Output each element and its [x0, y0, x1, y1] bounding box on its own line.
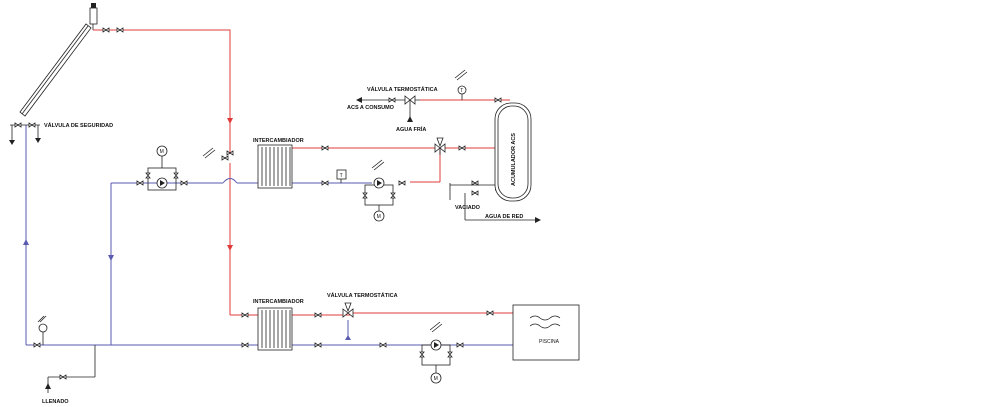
flow-arrows: [23, 118, 233, 261]
temp-sensor-label: T: [340, 173, 343, 179]
motor-icon: [373, 210, 385, 222]
exchanger-top-label: INTERCAMBIADOR: [253, 138, 304, 144]
pump-group-pool: M: [419, 339, 453, 384]
thermostatic-valve-pool: [342, 302, 354, 340]
motor-icon: [430, 372, 442, 384]
pump-group-dhw: M T: [336, 169, 396, 222]
safety-valve-label: VÁLVULA DE SEGURIDAD: [44, 122, 113, 129]
air-vent-icon: [89, 3, 98, 30]
thermostatic-valve-dhw: [434, 137, 446, 153]
exchanger-bottom-label: INTERCAMBIADOR: [253, 299, 304, 305]
pump-group-primary: M: [145, 145, 179, 191]
motor-label: M: [434, 376, 438, 382]
heat-exchanger-bottom: [257, 307, 293, 351]
valve-icons: [14, 27, 502, 380]
dhw-consumption-label: ACS A CONSUMO: [347, 105, 395, 111]
motor-label: M: [160, 149, 164, 155]
pool-label: PISCINA: [539, 339, 560, 345]
mains-water-label: AGUA DE RED: [485, 214, 523, 220]
temperature-sensor-icon: [336, 169, 347, 180]
hot-circuit: [93, 29, 513, 316]
thermostatic-valve-consumption: T: [404, 85, 467, 105]
thermostatic-top-label: VÁLVULA TERMOSTÁTICA: [367, 86, 438, 93]
cold-water-label: AGUA FRÍA: [396, 125, 426, 133]
gauge-icons: [37, 69, 468, 345]
drain-label: VACIADO: [455, 205, 481, 211]
tank-label: ACUMULADOR ACS: [511, 133, 517, 186]
dhw-tank: [494, 102, 532, 202]
thermometer-label: T: [460, 88, 463, 94]
pool: [512, 304, 580, 361]
thermostatic-bottom-label: VÁLVULA TERMOSTÁTICA: [327, 292, 398, 299]
motor-label: M: [377, 214, 381, 220]
fill-label: LLENADO: [42, 399, 69, 405]
solar-collector: [19, 23, 92, 117]
motor-icon: [156, 145, 168, 157]
heat-exchanger-top: [257, 144, 293, 189]
thermometer-icon: [457, 85, 467, 95]
